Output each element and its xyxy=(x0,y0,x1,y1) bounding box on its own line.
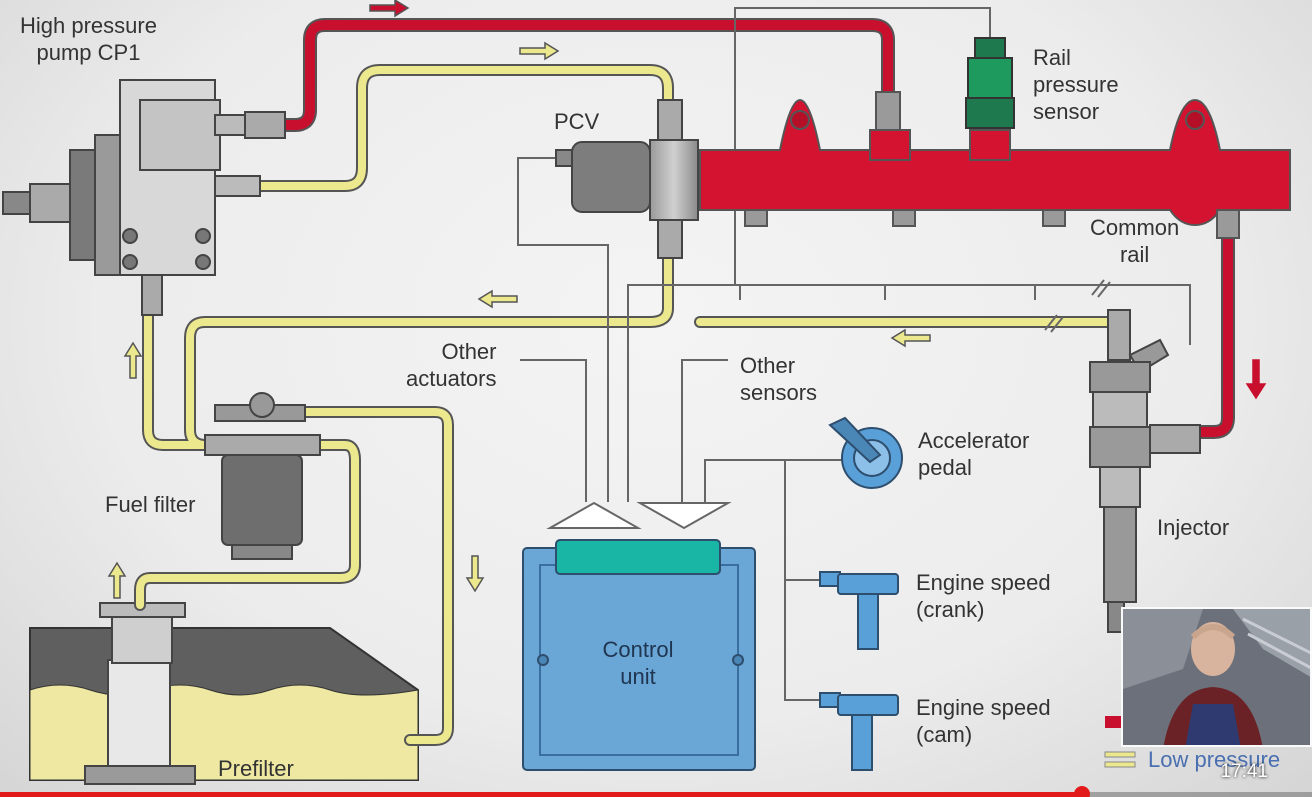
injector-body xyxy=(1089,309,1201,633)
label-line: Common xyxy=(1090,215,1180,240)
label-prefilter: Prefilter xyxy=(218,756,294,781)
video-timestamp: 17:41 xyxy=(1220,761,1268,782)
low-pressure-lines xyxy=(134,64,1116,746)
video-progress-bar[interactable] xyxy=(0,786,1312,797)
label-rail-pressure-sensor: Rail pressure sensor xyxy=(1033,44,1119,125)
label-line: (crank) xyxy=(916,597,985,622)
pcv-valve xyxy=(555,99,699,259)
label-line: sensors xyxy=(740,380,818,405)
label-line: pressure xyxy=(1033,72,1119,97)
label-line: Rail xyxy=(1033,45,1071,70)
rail-pressure-sensor xyxy=(965,37,1015,129)
video-progress-fill xyxy=(0,792,1083,797)
control-unit-box xyxy=(522,539,756,771)
label-pcv: PCV xyxy=(554,109,600,134)
label-line: Control xyxy=(602,637,674,662)
high-pressure-pump xyxy=(2,79,286,316)
label-control-unit: Control unit xyxy=(588,636,688,690)
label-line: (cam) xyxy=(916,722,973,747)
label-line: Engine speed xyxy=(916,695,1051,720)
label-line: sensor xyxy=(1033,99,1100,124)
label-line: Engine speed xyxy=(916,570,1051,595)
presenter-video-thumbnail[interactable] xyxy=(1121,607,1312,747)
engine-speed-sensors xyxy=(819,571,899,771)
common-rail xyxy=(699,91,1291,239)
high-pressure-lines xyxy=(278,18,1235,439)
label-line: actuators xyxy=(406,366,497,391)
video-scrubber-handle[interactable] xyxy=(1074,786,1091,797)
label-other-actuators: Other actuators xyxy=(406,338,497,392)
fuel-tank xyxy=(29,602,419,785)
legend-low-pressure: Low pressure xyxy=(1148,747,1281,772)
label-line: rail xyxy=(1119,242,1150,267)
label-engine-speed-crank: Engine speed (crank) xyxy=(916,569,1051,623)
label-injector: Injector xyxy=(1157,515,1230,540)
accelerator-pedal-sensor xyxy=(828,416,903,489)
flow-arrows xyxy=(107,0,1267,599)
label-accelerator-pedal: Accelerator pedal xyxy=(918,427,1029,481)
label-line: High pressure xyxy=(20,13,157,38)
label-line: unit xyxy=(620,664,656,689)
label-line: pedal xyxy=(918,455,972,480)
label-line: Other xyxy=(740,353,796,378)
label-line: Accelerator xyxy=(918,428,1030,453)
control-wiring xyxy=(517,7,1191,701)
label-engine-speed-cam: Engine speed (cam) xyxy=(916,694,1051,748)
label-common-rail: Common rail xyxy=(1090,214,1179,268)
fuel-filter-body xyxy=(204,392,321,560)
label-fuel-filter: Fuel filter xyxy=(105,492,196,517)
label-other-sensors: Other sensors xyxy=(740,352,817,406)
label-line: Other xyxy=(441,339,497,364)
label-high-pressure-pump: High pressure pump CP1 xyxy=(20,12,157,66)
presenter-image xyxy=(1123,609,1310,745)
legend-swatches xyxy=(1104,716,1136,768)
label-line: pump CP1 xyxy=(36,40,141,65)
